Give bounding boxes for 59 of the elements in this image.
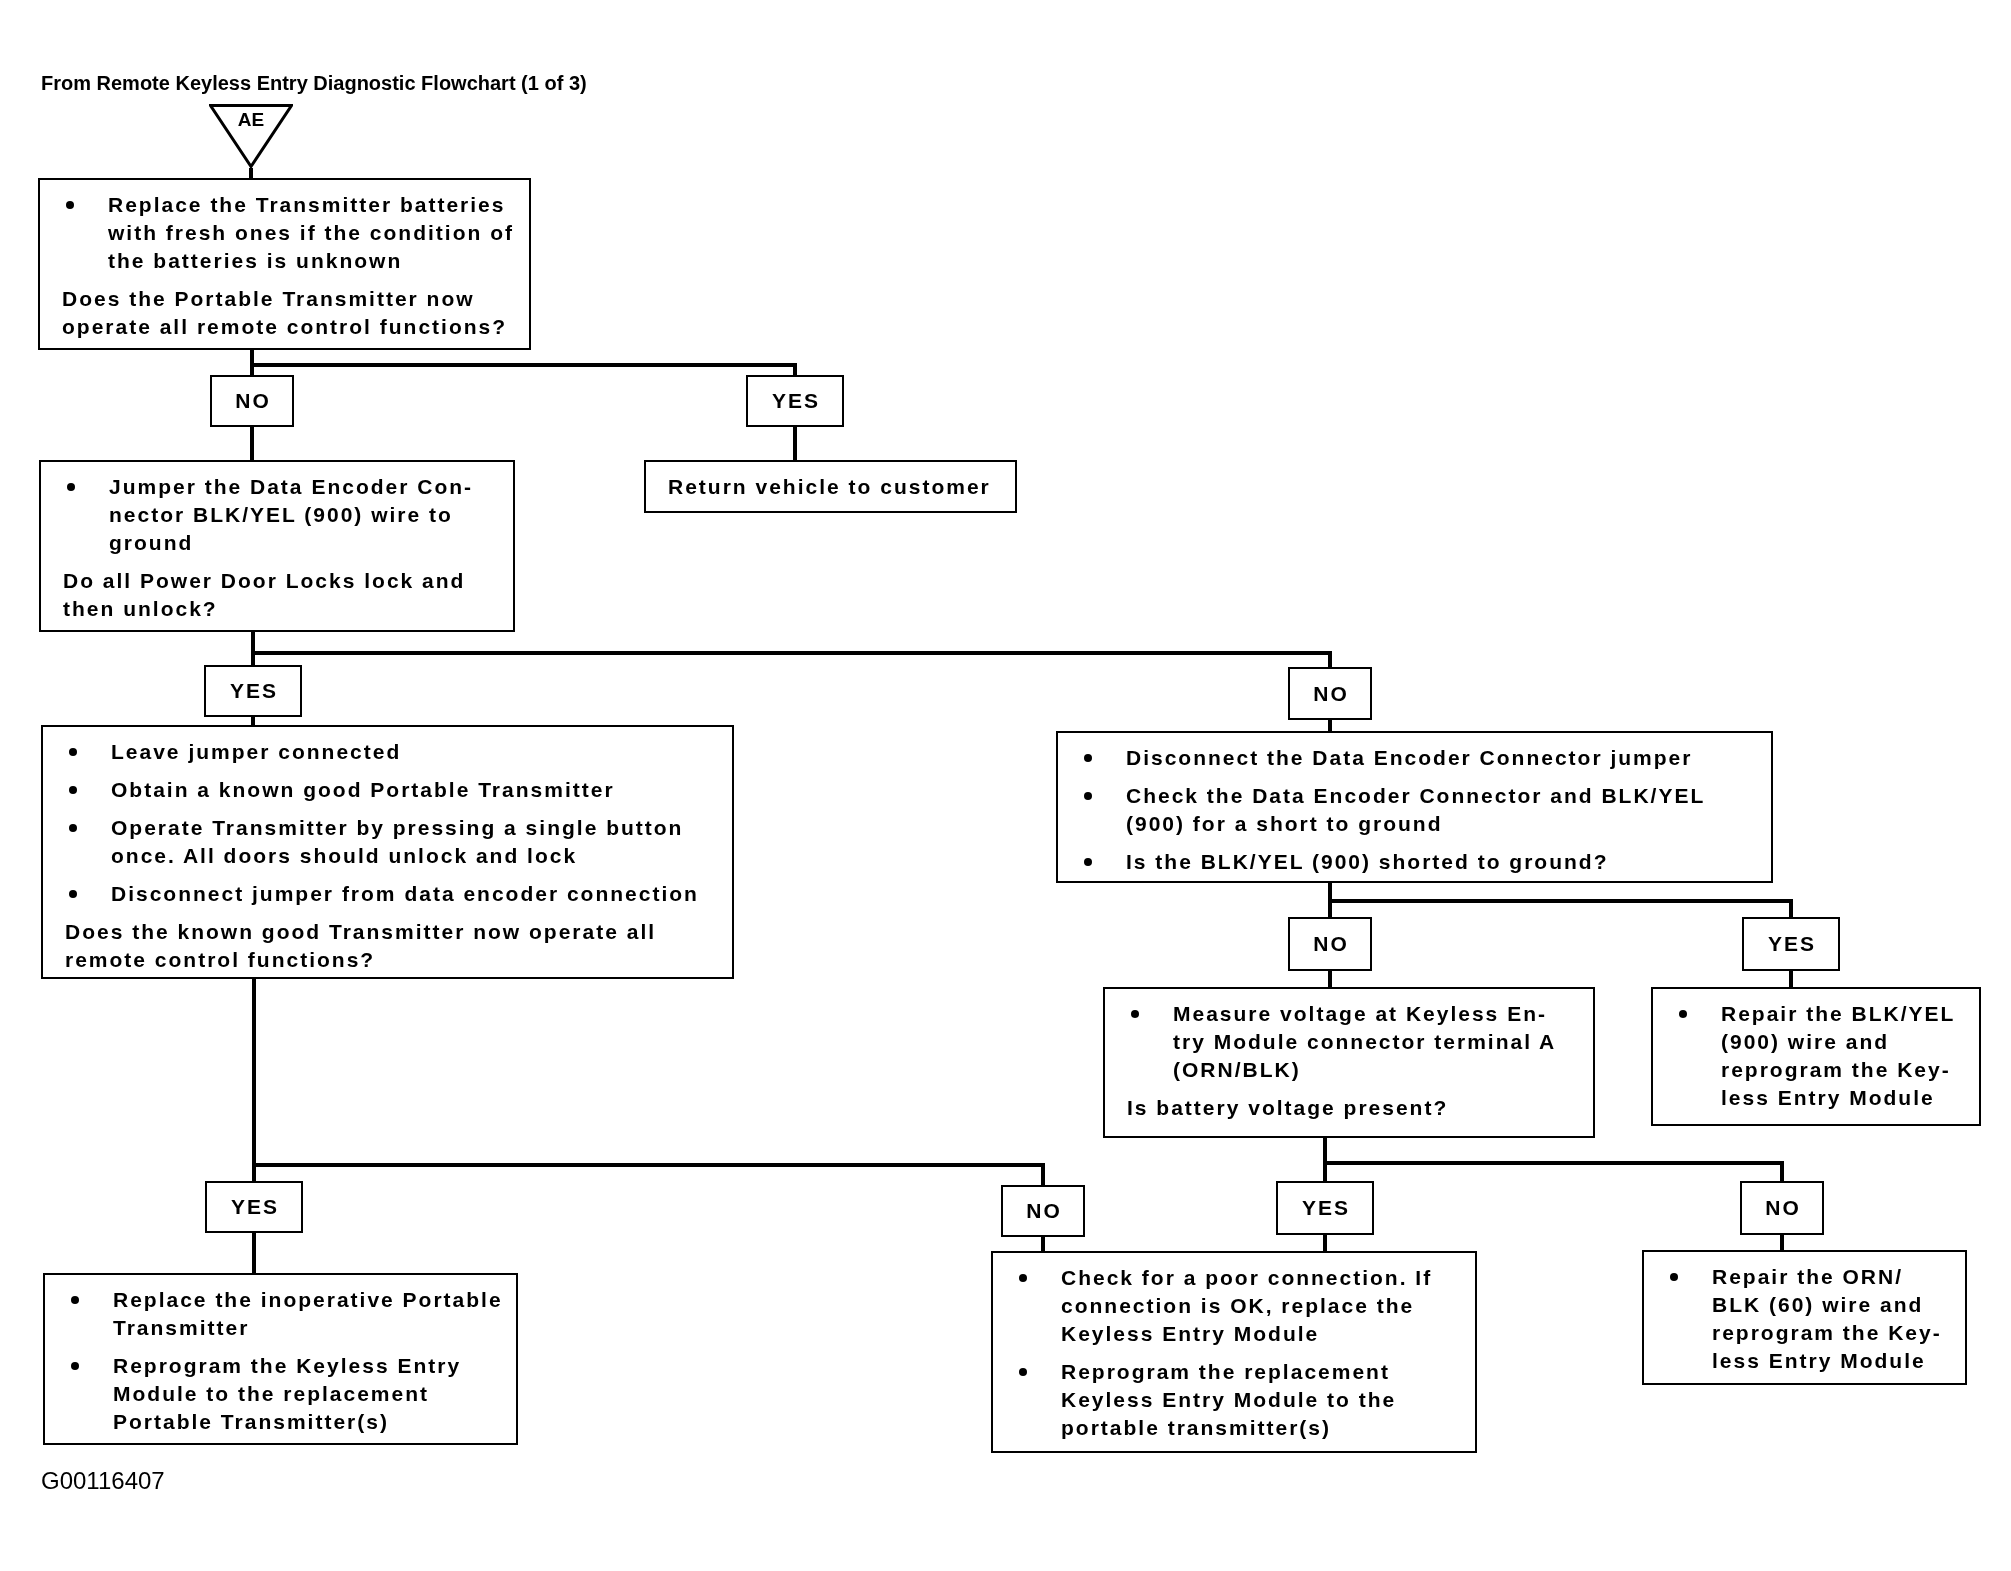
connector-line — [1328, 883, 1793, 917]
branch-label: NO — [1740, 1181, 1824, 1235]
process-box — [644, 460, 1017, 513]
process-box — [1056, 731, 1773, 883]
step-text: Reprogram the Keyless Entry Module to the replacement Portable Transmitter(s) — [113, 1353, 463, 1435]
step-text: Disconnect the Data Encoder Connector jumper — [1126, 745, 1694, 771]
connector-line — [1323, 1138, 1784, 1181]
branch-label: YES — [746, 375, 844, 427]
step-text: Check the Data Encoder Connector and BLK/YEL (900) for a short to ground — [1126, 783, 1706, 837]
connector-label: AE — [237, 109, 265, 131]
step-text: Disconnect jumper from data encoder connection — [111, 881, 700, 907]
connector-line — [252, 1233, 256, 1273]
question-text: Does the known good Transmitter now operate all remote control functions? — [65, 919, 658, 973]
step-text: Replace the Transmitter batteries with fresh ones if the condition of the batteries is unknown — [108, 192, 515, 274]
process-box — [1103, 987, 1595, 1138]
branch-label: YES — [204, 665, 302, 717]
title: From Remote Keyless Entry Diagnostic Flowchart (1 of 3) — [41, 71, 587, 95]
step-text: Replace the inoperative Portable Transmitter — [113, 1287, 504, 1341]
step-text: Repair the BLK/YEL (900) wire and reprogram the Key- less Entry Module — [1721, 1001, 1956, 1111]
branch-label: NO — [1288, 917, 1372, 971]
connector-line — [1780, 1235, 1784, 1250]
step-text: Return vehicle to customer — [668, 473, 992, 500]
question-text: Is battery voltage present? — [1127, 1095, 1450, 1121]
branch-label: YES — [205, 1181, 303, 1233]
connector-line — [1789, 971, 1793, 987]
question-text: Do all Power Door Locks lock and then unlock? — [63, 568, 467, 622]
process-box — [991, 1251, 1477, 1453]
connector-line — [1323, 1235, 1327, 1251]
branch-label: NO — [1001, 1185, 1085, 1237]
connector-line — [250, 427, 254, 460]
branch-label: YES — [1276, 1181, 1374, 1235]
figure-id: G00116407 — [41, 1467, 165, 1495]
step-text: Jumper the Data Encoder Con- nector BLK/YEL (900) wire to ground — [109, 474, 475, 556]
off-page-connector — [209, 104, 293, 168]
step-text: Operate Transmitter by pressing a single button once. All doors should unlock and lock — [111, 815, 685, 869]
process-box — [1651, 987, 1981, 1126]
branch-label: NO — [210, 375, 294, 427]
process-box — [43, 1273, 518, 1445]
process-box — [38, 178, 531, 350]
process-box — [41, 725, 734, 979]
step-text: Is the BLK/YEL (900) shorted to ground? — [1126, 849, 1610, 875]
connector-line — [251, 717, 255, 725]
connector-line — [1041, 1237, 1045, 1251]
process-box — [39, 460, 515, 632]
connector-line — [1328, 720, 1332, 731]
step-text: Repair the ORN/ BLK (60) wire and reprogram the Key- less Entry Module — [1712, 1264, 1943, 1374]
connector-line — [1328, 971, 1332, 987]
process-box — [1642, 1250, 1967, 1385]
connector-line — [250, 350, 797, 375]
branch-label: NO — [1288, 667, 1372, 720]
step-text: Leave jumper connected — [111, 739, 403, 765]
connector-line — [793, 427, 797, 460]
question-text: Does the Portable Transmitter now operate all remote control functions? — [62, 286, 509, 340]
step-text: Reprogram the replacement Keyless Entry Module to the portable transmitter(s) — [1061, 1359, 1398, 1441]
step-text: Measure voltage at Keyless En- try Module connector terminal A (ORN/BLK) — [1173, 1001, 1557, 1083]
branch-label: YES — [1742, 917, 1840, 971]
step-text: Obtain a known good Portable Transmitter — [111, 777, 616, 803]
connector-line — [249, 168, 253, 178]
step-text: Check for a poor connection. If connection is OK, replace the Keyless Entry Module — [1061, 1265, 1434, 1347]
